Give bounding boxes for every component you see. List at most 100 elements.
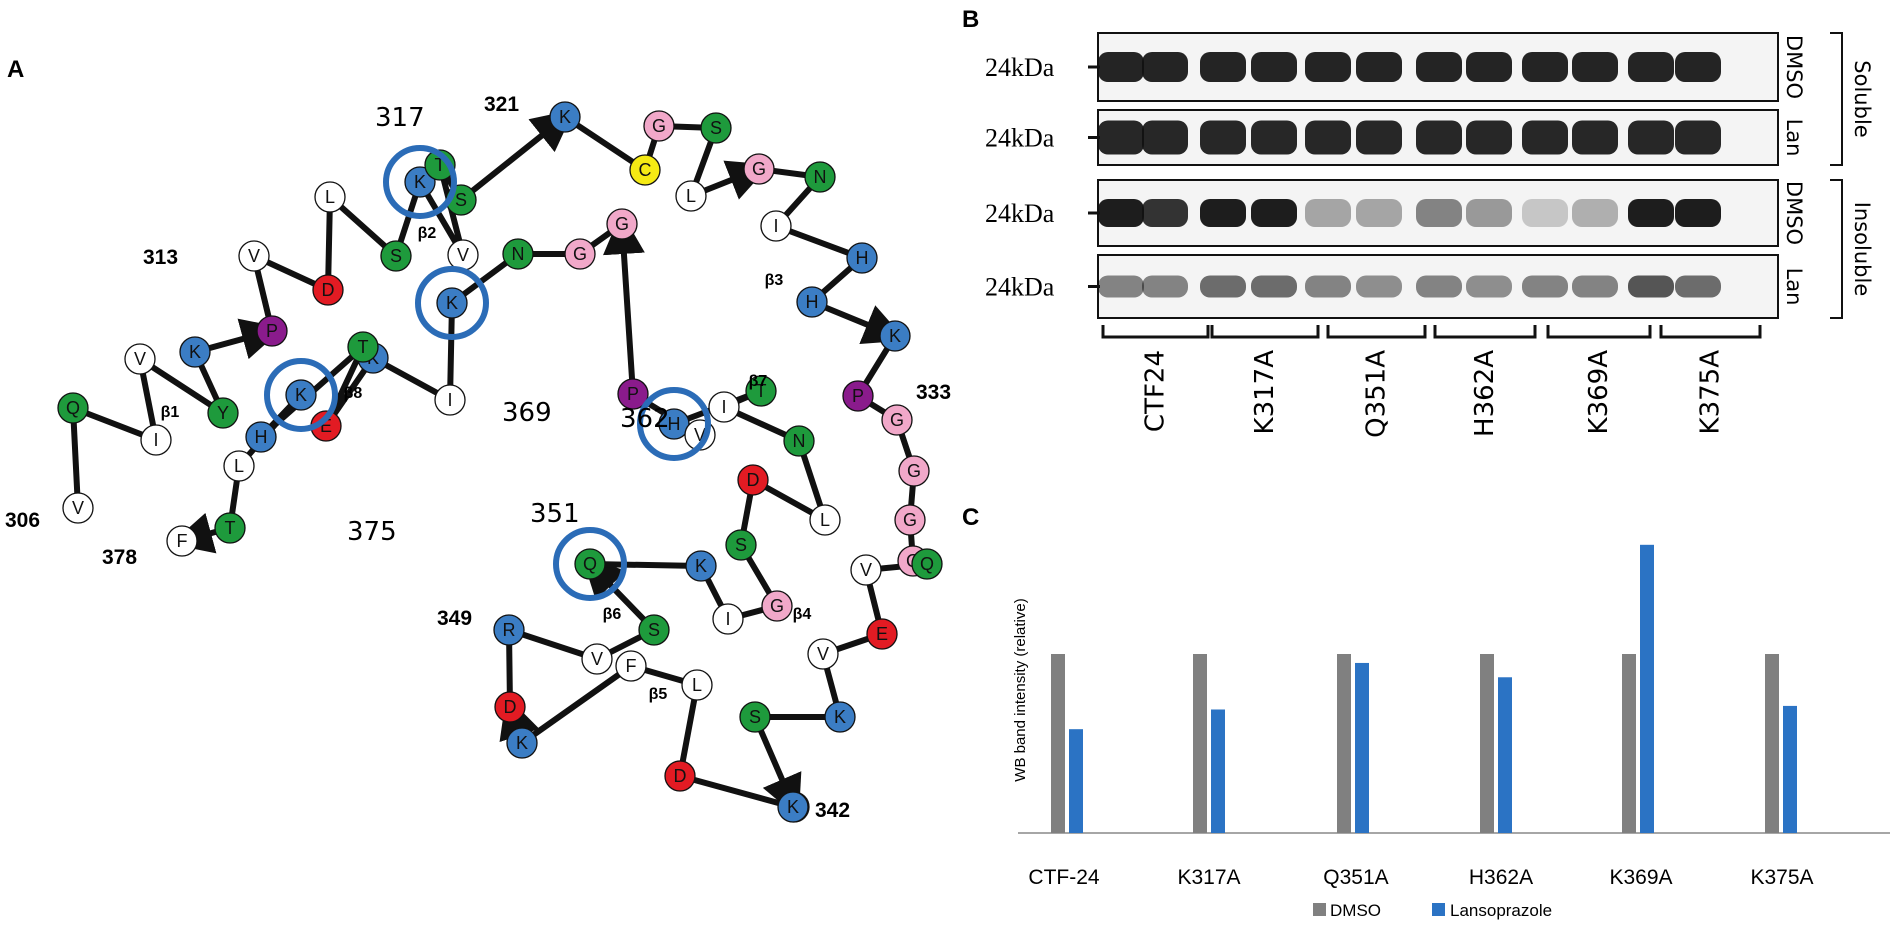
residue-circle bbox=[606, 208, 638, 240]
mutation-highlight-ring bbox=[415, 266, 489, 340]
residue-letter: E bbox=[876, 624, 888, 644]
position-label: 375 bbox=[347, 517, 397, 547]
residue: G bbox=[761, 590, 793, 622]
residue-letter: K bbox=[889, 326, 901, 346]
x-tick-label: H362A bbox=[1469, 866, 1533, 889]
residue-letter: V bbox=[591, 649, 603, 669]
residue: Q bbox=[911, 548, 943, 580]
panel-label-b: B bbox=[962, 6, 979, 33]
blot-band bbox=[1628, 199, 1674, 227]
residue: V bbox=[447, 239, 479, 271]
residue-letter: I bbox=[153, 430, 158, 450]
residue-circle bbox=[564, 238, 596, 270]
residue-letter: S bbox=[648, 620, 660, 640]
lane-label: CTF24 bbox=[1141, 350, 1171, 432]
residue-letter: V bbox=[457, 245, 469, 265]
residue: Q bbox=[57, 392, 89, 424]
residue-letter: Q bbox=[920, 554, 934, 574]
residue: K bbox=[549, 101, 581, 133]
blot-band bbox=[1356, 52, 1402, 82]
residue: K bbox=[777, 791, 809, 823]
blot-band bbox=[1200, 52, 1246, 82]
residue-circle bbox=[166, 525, 198, 557]
residue-letter: V bbox=[860, 560, 872, 580]
marker-label: 24kDa bbox=[985, 273, 1055, 302]
residue-letter: F bbox=[626, 656, 637, 676]
backbone-segment bbox=[251, 109, 575, 334]
residue-letter: H bbox=[856, 248, 869, 268]
residue-letter: Q bbox=[583, 554, 597, 574]
residue-letter: L bbox=[692, 675, 702, 695]
residue-letter: G bbox=[890, 410, 904, 430]
residue-letter: T bbox=[358, 337, 369, 357]
blot-band bbox=[1251, 120, 1297, 155]
blot-band bbox=[1142, 275, 1188, 298]
residue: I bbox=[712, 603, 744, 635]
residue: Q bbox=[574, 548, 606, 580]
residue-circle bbox=[312, 274, 344, 306]
residue: K bbox=[179, 336, 211, 368]
marker-label: 24kDa bbox=[985, 199, 1055, 228]
residue-letter: K bbox=[189, 342, 201, 362]
residue: L bbox=[223, 450, 255, 482]
residue-circle bbox=[807, 638, 839, 670]
residue-circle bbox=[549, 101, 581, 133]
residue: G bbox=[881, 404, 913, 436]
bar-dmso bbox=[1765, 654, 1779, 833]
fraction-label: Soluble bbox=[1850, 60, 1874, 137]
residue-circle bbox=[685, 550, 717, 582]
residue-letter: I bbox=[447, 390, 452, 410]
residue-letter: G bbox=[752, 159, 766, 179]
position-label: 321 bbox=[484, 93, 519, 116]
x-tick-label: CTF-24 bbox=[1028, 866, 1099, 889]
residue-letter: K bbox=[414, 172, 426, 192]
blot-band bbox=[1251, 199, 1297, 227]
blot-band bbox=[1142, 199, 1188, 227]
blot-band bbox=[1522, 275, 1568, 298]
residue-letter: G bbox=[903, 510, 917, 530]
residue-circle bbox=[207, 397, 239, 429]
residue-letter: V bbox=[248, 246, 260, 266]
residue: H bbox=[245, 421, 277, 453]
blot-band bbox=[1200, 120, 1246, 155]
blot-band bbox=[1251, 52, 1297, 82]
strand-label: β2 bbox=[418, 225, 437, 242]
blot-band bbox=[1098, 52, 1144, 82]
blot-band bbox=[1466, 120, 1512, 155]
residue: G bbox=[743, 153, 775, 185]
residue-letter: K bbox=[295, 385, 307, 405]
residue-letter: G bbox=[615, 214, 629, 234]
residue-letter: G bbox=[573, 244, 587, 264]
residue: G bbox=[564, 238, 596, 270]
residue: S bbox=[725, 529, 757, 561]
residue-letter: K bbox=[446, 293, 458, 313]
blot-band bbox=[1628, 120, 1674, 155]
residue-letter: S bbox=[710, 118, 722, 138]
blot-band bbox=[1466, 199, 1512, 227]
marker-label: 24kDa bbox=[985, 53, 1055, 82]
residue-circle bbox=[285, 379, 317, 411]
bar-dmso bbox=[1622, 654, 1636, 833]
residue-circle bbox=[804, 161, 836, 193]
strand-label: β6 bbox=[603, 606, 622, 623]
residue: D bbox=[664, 760, 696, 792]
blot-band bbox=[1522, 52, 1568, 82]
position-label: 378 bbox=[102, 546, 137, 569]
blot-band bbox=[1675, 275, 1721, 298]
residue: Y bbox=[207, 397, 239, 429]
residue: K bbox=[506, 727, 538, 759]
residue: K bbox=[285, 379, 317, 411]
residue-circle bbox=[494, 691, 526, 723]
blot-band bbox=[1628, 275, 1674, 298]
residue-letter: K bbox=[559, 107, 571, 127]
residue-circle bbox=[629, 154, 661, 186]
residue: H bbox=[658, 408, 690, 440]
residue-letter: G bbox=[770, 596, 784, 616]
residue-letter: K bbox=[834, 707, 846, 727]
residue: R bbox=[493, 614, 525, 646]
